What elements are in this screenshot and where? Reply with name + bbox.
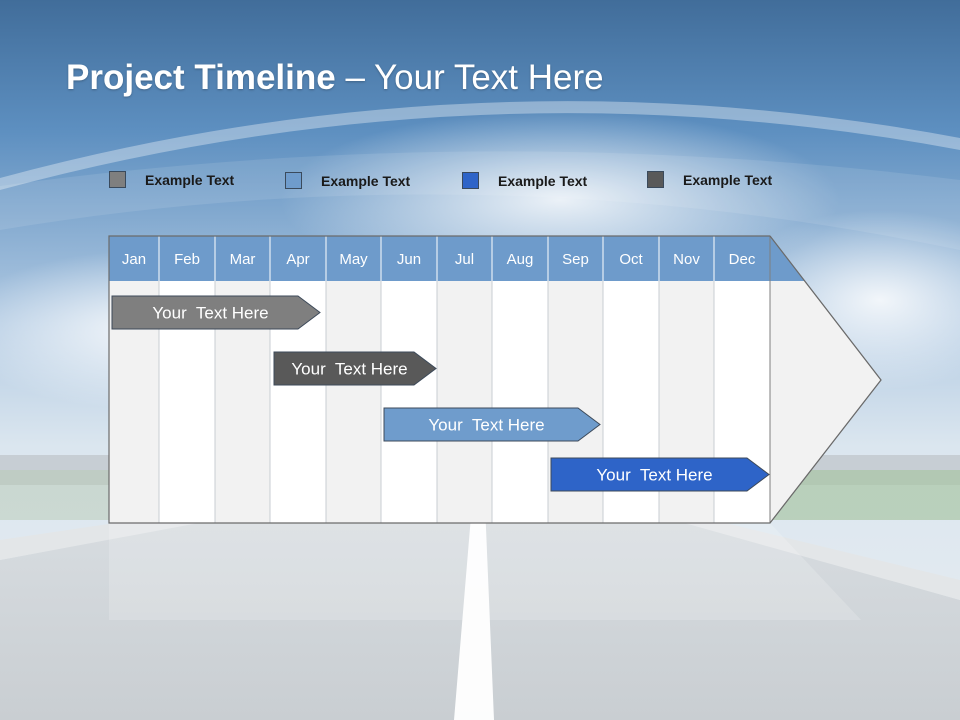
month-label-apr: Apr (286, 251, 309, 268)
legend-label-1: Example Text (145, 171, 235, 188)
month-label-dec: Dec (729, 251, 756, 268)
legend-item-1: Example Text (109, 171, 234, 188)
legend-label-4: Example Text (683, 171, 773, 188)
month-label-mar: Mar (230, 251, 256, 268)
month-label-jun: Jun (397, 251, 421, 268)
month-label-aug: Aug (507, 251, 534, 268)
month-label-feb: Feb (174, 251, 200, 268)
task-arrow-shape-1 (111, 295, 321, 330)
legend-item-3: Example Text (462, 172, 587, 189)
task-label-4: Your Text Here (596, 466, 712, 485)
timeline-outline (108, 235, 882, 524)
task-label-2: Your Text Here (291, 360, 407, 379)
legend-label-3: Example Text (498, 172, 588, 189)
month-label-nov: Nov (673, 251, 700, 268)
task-arrow-4[interactable]: Your Text Here (550, 457, 770, 492)
slide-title: Project Timeline – Your Text Here (66, 58, 604, 98)
legend-item-2: Example Text (285, 172, 410, 189)
timeline-reflection (109, 523, 861, 620)
month-header-band (109, 236, 770, 281)
legend-swatch-1 (109, 171, 126, 188)
legend-swatch-3 (462, 172, 479, 189)
slide-title-bold: Project Timeline (66, 58, 336, 97)
legend-label-2: Example Text (321, 172, 411, 189)
month-column-jun (381, 281, 437, 523)
month-label-sep: Sep (562, 251, 589, 268)
month-label-may: May (339, 251, 368, 268)
task-arrow-3[interactable]: Your Text Here (383, 407, 601, 442)
slide-title-rest: – Your Text Here (335, 58, 604, 97)
legend-swatch-4 (647, 171, 664, 188)
legend-item-4: Example Text (647, 171, 772, 188)
task-label-1: Your Text Here (152, 304, 268, 323)
month-label-jan: Jan (122, 251, 146, 268)
task-arrow-shape-2 (273, 351, 437, 386)
legend-swatch-2 (285, 172, 302, 189)
month-label-jul: Jul (455, 251, 474, 268)
month-column-may (326, 281, 381, 523)
task-arrow-shape-4 (550, 457, 770, 492)
task-arrow-2[interactable]: Your Text Here (273, 351, 437, 386)
task-arrow-shape-3 (383, 407, 601, 442)
month-column-aug (492, 281, 548, 523)
task-label-3: Your Text Here (428, 416, 544, 435)
month-column-jul (437, 281, 492, 523)
month-label-oct: Oct (619, 251, 643, 268)
task-arrow-1[interactable]: Your Text Here (111, 295, 321, 330)
